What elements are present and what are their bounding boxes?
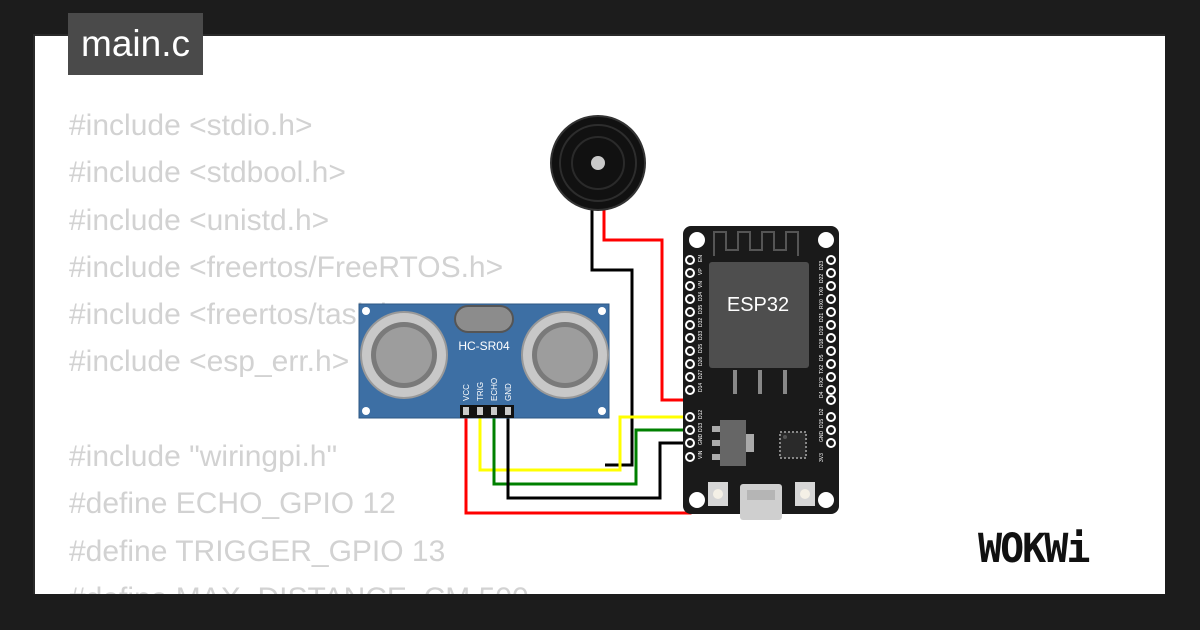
wokwi-logo: WOKWi bbox=[978, 526, 1091, 572]
pin-label-echo: ECHO bbox=[490, 378, 499, 401]
right-pin-label: TX0 bbox=[819, 287, 825, 296]
micro-usb-port bbox=[740, 484, 782, 520]
crystal bbox=[454, 305, 514, 333]
wire-trig bbox=[478, 415, 690, 472]
hc-sr04-sensor[interactable]: HC-SR04 VCC TRIG ECHO GND bbox=[358, 303, 610, 419]
code-editor: #include <stdio.h> #include <stdbool.h> … bbox=[69, 102, 529, 622]
right-pin-label: RX0 bbox=[819, 299, 825, 309]
code-line: #include <unistd.h> bbox=[69, 203, 330, 237]
logo-text: WOKWi bbox=[978, 526, 1089, 572]
left-pin-label: D12 bbox=[698, 410, 704, 419]
file-tab[interactable]: main.c bbox=[68, 13, 203, 75]
esp32-module bbox=[709, 262, 809, 368]
left-pin-label: EN bbox=[698, 255, 704, 262]
code-line: #include "wiringpi.h" bbox=[69, 440, 338, 474]
bottom-border bbox=[0, 594, 1200, 630]
left-pin-label: D35 bbox=[698, 305, 704, 314]
left-pin-label: D13 bbox=[698, 423, 704, 432]
voltage-regulator bbox=[712, 420, 754, 466]
right-pin-label: D2 bbox=[819, 408, 825, 415]
left-pin-label: VN bbox=[698, 281, 704, 288]
left-pin-label: D14 bbox=[698, 383, 704, 392]
right-pin-label: D5 bbox=[819, 354, 825, 361]
code-line: #include <stdio.h> bbox=[69, 109, 313, 142]
left-pin-header bbox=[685, 255, 695, 462]
wire-echo bbox=[492, 418, 690, 486]
right-border bbox=[1165, 0, 1200, 630]
right-pin-label: 3V3 bbox=[819, 453, 825, 462]
code-line: #define ECHO_GPIO 12 bbox=[69, 487, 396, 521]
usb-chip bbox=[779, 431, 807, 459]
left-pin-label: D26 bbox=[698, 357, 704, 366]
buzzer-hole bbox=[591, 156, 605, 170]
pin-label-vcc: VCC bbox=[462, 384, 471, 401]
code-line: #include <freertos/FreeRTOS.h> bbox=[69, 250, 504, 284]
pin-label-gnd: GND bbox=[504, 383, 513, 401]
board-label: ESP32 bbox=[727, 294, 789, 316]
left-pin-label: D32 bbox=[698, 318, 704, 327]
code-line: #define TRIGGER_GPIO 13 bbox=[69, 534, 446, 568]
left-pin-label: D27 bbox=[698, 370, 704, 379]
pin-label-trig: TRIG bbox=[476, 382, 485, 401]
right-pin-label: TX2 bbox=[819, 365, 825, 374]
right-pin-header bbox=[826, 255, 836, 448]
left-pin-label: GND bbox=[698, 434, 704, 446]
right-pin-label: GND bbox=[819, 431, 825, 443]
right-pin-label: D4 bbox=[819, 391, 825, 398]
left-pin-label: VIN bbox=[698, 450, 704, 459]
sensor-label: HC-SR04 bbox=[458, 339, 510, 353]
reset-button[interactable] bbox=[708, 482, 728, 506]
esp32-board[interactable]: ESP32 EN VP VN D34 D35 D32 D33 bbox=[683, 226, 839, 520]
right-pin-label: D18 bbox=[819, 339, 825, 348]
right-pin-label: D22 bbox=[819, 274, 825, 283]
right-pin-label: D15 bbox=[819, 419, 825, 428]
code-line: #include <esp_err.h> bbox=[69, 345, 350, 379]
right-pin-label: D21 bbox=[819, 313, 825, 322]
code-line: #include <stdbool.h> bbox=[69, 156, 346, 190]
wire-sensor-ground bbox=[506, 418, 690, 500]
left-transducer bbox=[360, 311, 448, 399]
left-pin-label: D25 bbox=[698, 344, 704, 353]
right-pin-label: RX2 bbox=[819, 377, 825, 387]
left-pin-label: D33 bbox=[698, 331, 704, 340]
boot-button[interactable] bbox=[795, 482, 815, 506]
right-pin-label: D19 bbox=[819, 326, 825, 335]
buzzer[interactable] bbox=[550, 115, 646, 211]
right-transducer bbox=[521, 311, 609, 399]
left-pin-label: D34 bbox=[698, 292, 704, 301]
left-pin-label: VP bbox=[698, 268, 704, 275]
wire-buzzer-ground bbox=[590, 210, 634, 467]
right-pin-label: D23 bbox=[819, 261, 825, 270]
